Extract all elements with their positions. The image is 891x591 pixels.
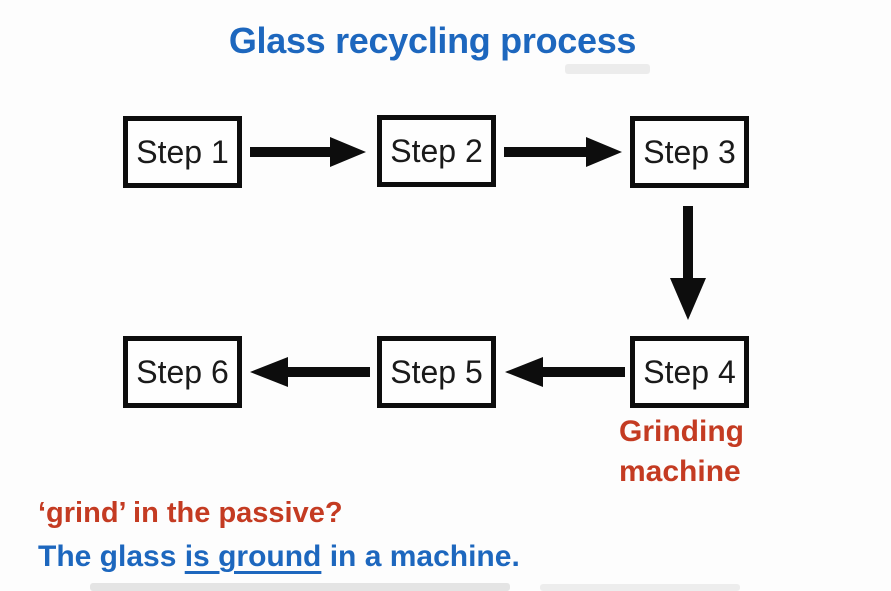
arrow-left-icon <box>250 357 370 387</box>
caption-answer-underlined: is ground <box>184 540 322 573</box>
page-title: Glass recycling process <box>228 20 637 61</box>
step-box-4: Step 4 <box>630 336 749 408</box>
caption-answer-prefix: The glass <box>38 540 185 573</box>
connector-step4-to-step5 <box>505 357 625 387</box>
step-box-5: Step 5 <box>377 336 496 408</box>
compression-artifact <box>565 64 650 74</box>
arrow-right-icon <box>504 137 622 167</box>
arrow-left-icon <box>505 357 625 387</box>
connector-step3-to-step4 <box>670 206 706 320</box>
caption-question: ‘grind’ in the passive? <box>38 497 343 529</box>
step4-annotation-line1: Grinding <box>619 415 744 448</box>
caption-answer-suffix: in a machine. <box>321 540 520 573</box>
step4-annotation: Grinding machine <box>619 412 744 492</box>
caption-answer: The glass is ground in a machine. <box>38 540 520 574</box>
step-box-6: Step 6 <box>123 336 242 408</box>
compression-artifact <box>540 584 740 591</box>
step-label-2: Step 2 <box>390 132 483 169</box>
connector-step1-to-step2 <box>250 137 366 167</box>
step-label-1: Step 1 <box>136 133 229 170</box>
step4-annotation-line2: machine <box>619 455 741 488</box>
step-label-3: Step 3 <box>643 133 736 170</box>
arrow-right-icon <box>250 137 366 167</box>
step-label-6: Step 6 <box>136 353 229 390</box>
connector-step2-to-step3 <box>504 137 622 167</box>
compression-artifact <box>90 583 510 591</box>
arrow-down-icon <box>670 206 706 320</box>
step-label-5: Step 5 <box>390 353 483 390</box>
step-box-2: Step 2 <box>377 115 496 187</box>
step-box-1: Step 1 <box>123 116 242 188</box>
step-label-4: Step 4 <box>643 353 736 390</box>
connector-step5-to-step6 <box>250 357 370 387</box>
step-box-3: Step 3 <box>630 116 749 188</box>
